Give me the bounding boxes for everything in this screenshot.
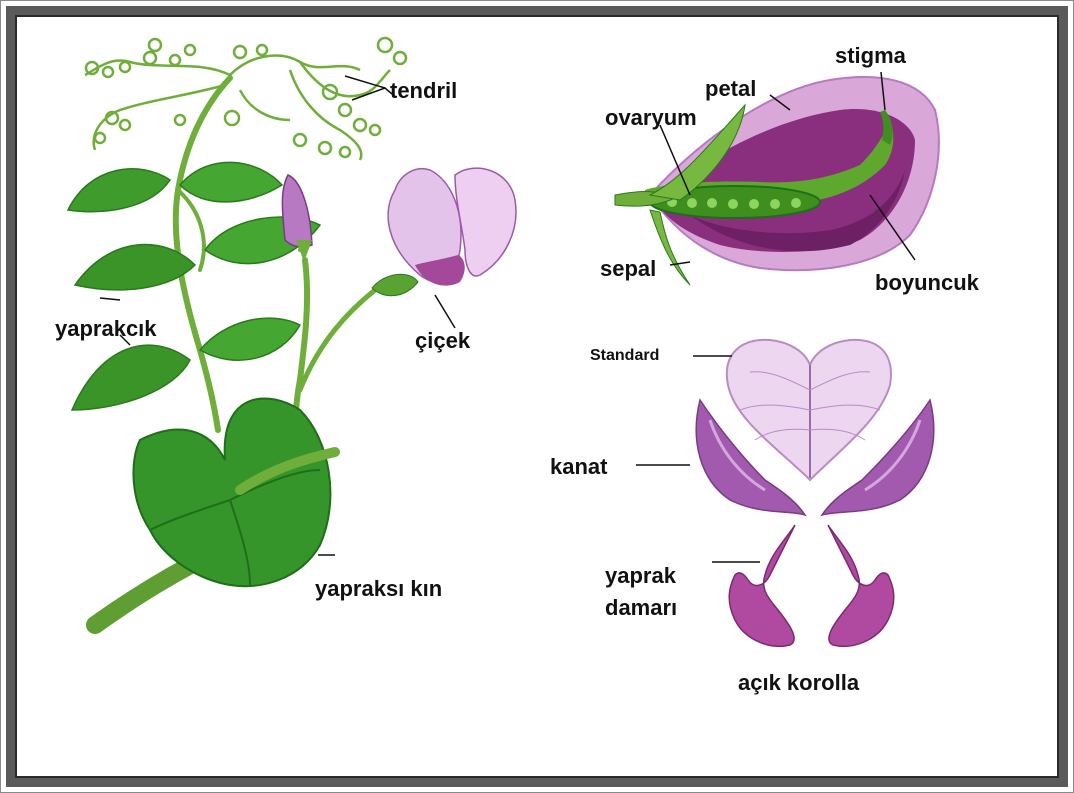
stipule xyxy=(133,398,335,586)
keel-petal-right xyxy=(828,525,894,646)
label-yaprak-damari-line2: damarı xyxy=(605,592,677,624)
leaflet xyxy=(72,345,190,410)
label-tendril: tendril xyxy=(390,80,457,102)
leaflet xyxy=(200,318,300,360)
open-corolla xyxy=(696,340,934,646)
label-sepal: sepal xyxy=(600,258,656,280)
label-yaprak-damari: yaprak damarı xyxy=(605,560,677,624)
tendrils xyxy=(85,38,406,160)
label-boyuncuk: boyuncuk xyxy=(875,272,979,294)
leaflet xyxy=(75,245,195,290)
label-ovaryum: ovaryum xyxy=(605,107,697,129)
label-standard: Standard xyxy=(590,348,659,364)
label-kanat: kanat xyxy=(550,456,607,478)
leaflet xyxy=(68,169,170,212)
label-yapraksi-kin: yapraksı kın xyxy=(315,578,442,600)
keel-petal-left xyxy=(729,525,795,646)
label-cicek: çiçek xyxy=(415,330,470,352)
pea-flower xyxy=(372,168,516,296)
label-yaprak-damari-line1: yaprak xyxy=(605,560,677,592)
leaflet xyxy=(180,162,282,202)
label-stigma: stigma xyxy=(835,45,906,67)
label-yaprakcik: yaprakcık xyxy=(55,318,157,340)
label-petal: petal xyxy=(705,78,756,100)
label-acik-korolla: açık korolla xyxy=(738,672,859,694)
